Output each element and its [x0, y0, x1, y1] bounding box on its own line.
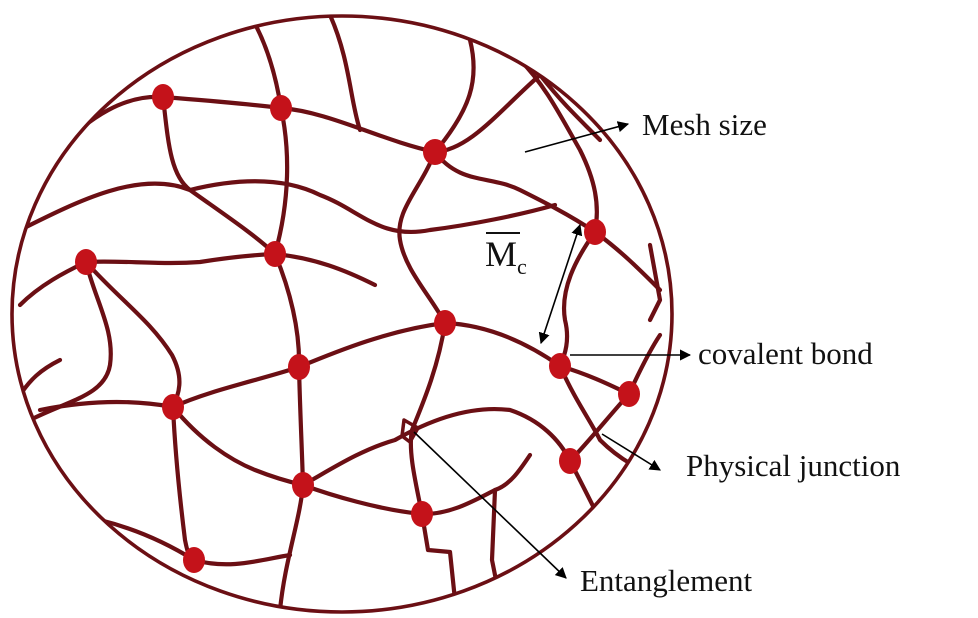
chain [20, 360, 60, 395]
crosslink-node [288, 354, 310, 380]
chain [422, 514, 455, 600]
polymer-chains [20, 15, 665, 610]
crosslink-node [559, 448, 581, 474]
crosslink-node [264, 241, 286, 267]
crosslink-nodes [75, 84, 640, 573]
crosslink-node [423, 139, 447, 165]
chain [303, 409, 570, 485]
mc-symbol: M [485, 234, 517, 274]
crosslink-node [584, 219, 606, 245]
mc-subscript: c [517, 254, 527, 279]
chain [40, 75, 540, 170]
chain [173, 407, 194, 560]
mc-label: Mc [485, 236, 527, 278]
chain [280, 485, 303, 610]
crosslink-node [434, 310, 456, 336]
chain [492, 490, 500, 600]
physical-junction-label: Physical junction [686, 450, 900, 481]
mc-overbar [486, 232, 520, 234]
crosslink-node [411, 501, 433, 527]
chain [520, 60, 597, 232]
chain [435, 40, 474, 152]
chain [250, 15, 281, 108]
crosslink-node [618, 381, 640, 407]
chain [20, 254, 375, 305]
mesh-size-label: Mesh size [642, 109, 767, 140]
chain [330, 15, 360, 130]
entanglement-label: Entanglement [580, 565, 752, 596]
crosslink-node [549, 353, 571, 379]
mc-double-arrow [541, 225, 580, 343]
crosslink-node [270, 95, 292, 121]
chain [173, 323, 560, 407]
entanglement-arrow [414, 432, 566, 578]
chain [595, 232, 660, 290]
crosslink-node [152, 84, 174, 110]
chain [163, 97, 275, 254]
chain [435, 152, 595, 232]
covalent-bond-label: covalent bond [698, 338, 873, 369]
crosslink-node [183, 547, 205, 573]
crosslink-node [292, 472, 314, 498]
crosslink-node [75, 249, 97, 275]
crosslink-node [162, 394, 184, 420]
chain [399, 152, 445, 323]
chain [560, 232, 595, 366]
